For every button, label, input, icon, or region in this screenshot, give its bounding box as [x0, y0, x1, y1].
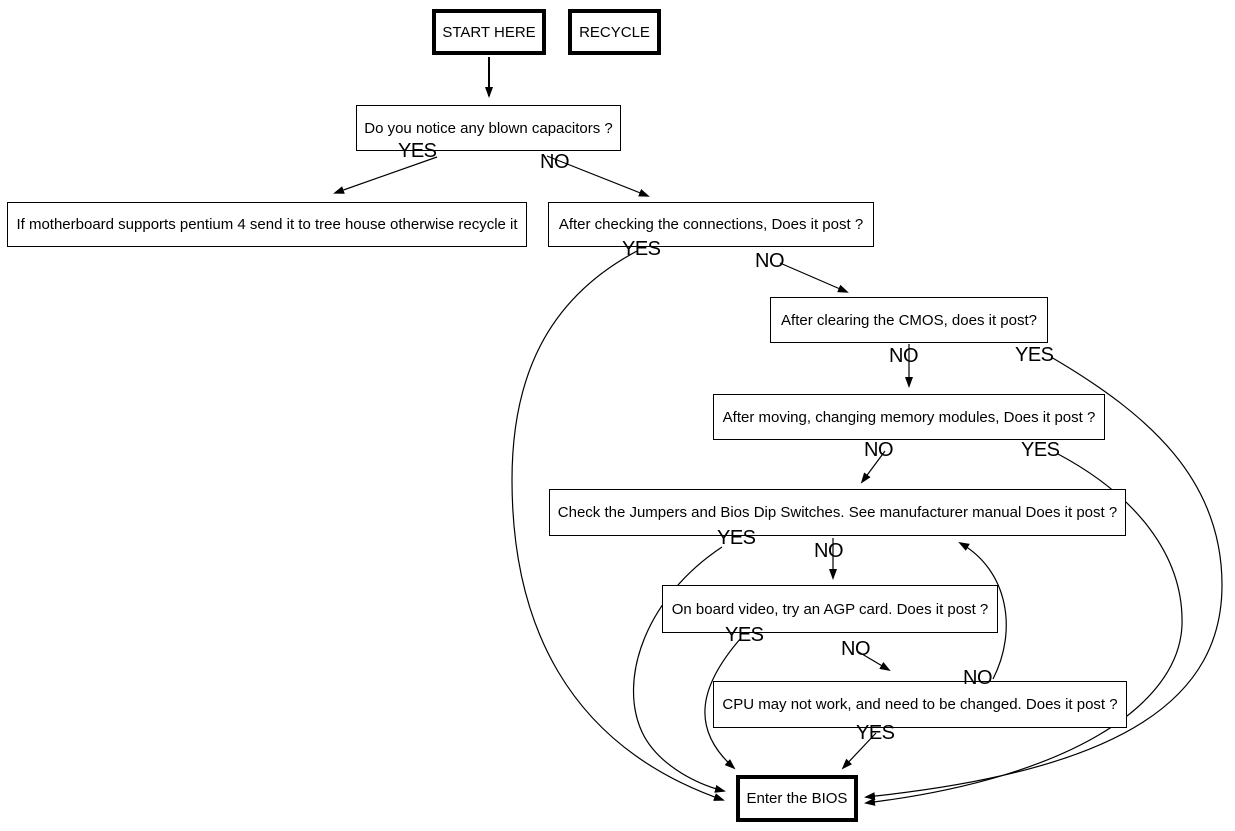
edge-yes-blowncaps-to-motherboard [333, 156, 438, 194]
edge-label-no-connections: NO [755, 250, 785, 272]
edge-yes-cpu-to-bios [841, 732, 877, 770]
node-cpu-change-label: CPU may not work, and need to be changed… [722, 696, 1118, 713]
edge-no-connections-to-cmos [779, 262, 849, 293]
node-recycle-label: RECYCLE [579, 23, 650, 41]
node-enter-bios-label: Enter the BIOS [746, 790, 848, 807]
node-blown-capacitors: Do you notice any blown capacitors ? [356, 105, 621, 151]
node-memory-modules: After moving, changing memory modules, D… [713, 394, 1105, 440]
edge-no-cpu-to-jumpers [958, 542, 1007, 680]
node-jumpers-dip: Check the Jumpers and Bios Dip Switches.… [549, 489, 1126, 536]
edge-yes-memory-to-bios [864, 453, 1183, 806]
node-clear-cmos: After clearing the CMOS, does it post? [770, 297, 1048, 343]
node-agp-card-label: On board video, try an AGP card. Does it… [671, 600, 989, 618]
edge-label-yes-connections: YES [622, 238, 661, 260]
edge-label-yes-agp: YES [725, 624, 764, 646]
edge-no-blowncaps-to-connections [546, 155, 650, 197]
edge-label-yes-cmos: YES [1015, 344, 1054, 366]
node-blown-capacitors-label: Do you notice any blown capacitors ? [364, 119, 613, 137]
node-check-connections-label: After checking the connections, Does it … [558, 216, 864, 233]
edge-yes-cmos-to-bios [864, 356, 1223, 801]
node-cpu-change: CPU may not work, and need to be changed… [713, 681, 1127, 728]
edge-no-memory-to-jumpers [860, 450, 886, 484]
node-recycle: RECYCLE [568, 9, 661, 55]
edge-label-no-memory: NO [864, 439, 894, 461]
edge-no-agp-to-cpu [856, 650, 891, 672]
node-start-here-label: START HERE [442, 23, 536, 41]
node-motherboard-p4: If motherboard supports pentium 4 send i… [7, 202, 527, 247]
node-clear-cmos-label: After clearing the CMOS, does it post? [781, 311, 1037, 329]
edge-label-no-cpu: NO [963, 667, 993, 689]
edge-label-yes-jumpers: YES [717, 527, 756, 549]
node-motherboard-p4-label: If motherboard supports pentium 4 send i… [16, 216, 518, 233]
edge-label-no-blowncaps: NO [540, 151, 570, 173]
edge-label-no-cmos: NO [889, 345, 919, 367]
node-start-here: START HERE [432, 9, 546, 55]
node-jumpers-dip-label: Check the Jumpers and Bios Dip Switches.… [557, 504, 1118, 521]
node-enter-bios: Enter the BIOS [736, 775, 858, 822]
edge-label-yes-blowncaps: YES [398, 140, 437, 162]
edge-yes-agp-to-bios [704, 637, 742, 770]
edge-label-yes-memory: YES [1021, 439, 1060, 461]
edge-yes-jumpers-to-bios [632, 546, 726, 793]
edge-yes-connections-to-bios [511, 250, 725, 801]
edge-label-yes-cpu: YES [856, 722, 895, 744]
edge-label-no-agp: NO [841, 638, 871, 660]
node-memory-modules-label: After moving, changing memory modules, D… [722, 408, 1096, 426]
node-check-connections: After checking the connections, Does it … [548, 202, 874, 247]
node-agp-card: On board video, try an AGP card. Does it… [662, 585, 998, 633]
edge-label-no-jumpers: NO [814, 540, 844, 562]
